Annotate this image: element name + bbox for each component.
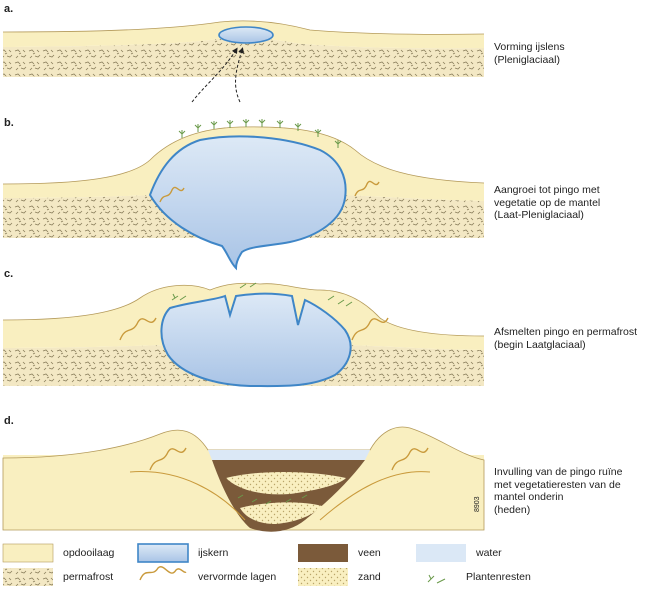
legend-swatch-planten [427, 574, 446, 584]
caption-line: (begin Laatglaciaal) [494, 338, 586, 351]
deformed-layers [149, 447, 187, 471]
caption-line: Vorming ijslens [494, 41, 565, 53]
legend-swatch-opdooilaag [2, 543, 54, 563]
legend-swatch-ijskern [137, 543, 189, 563]
caption-line: vegetatie op de mantel [494, 196, 601, 209]
caption-c: Afsmelten pingo en permafrost (begin Laa… [494, 326, 644, 351]
deformed-layers [351, 317, 389, 341]
permafrost-layer [3, 37, 484, 77]
surface-line [2, 126, 485, 185]
legend-label: zand [358, 571, 381, 583]
depression-edge [129, 471, 431, 521]
caption-line: (heden) [494, 503, 531, 516]
caption-line: Invulling van de pingo ruïne [494, 466, 623, 478]
ice-lens [218, 26, 274, 44]
caption-line: mantel onderin [494, 491, 564, 503]
sand-band [226, 472, 346, 495]
deformed-layers [354, 180, 380, 197]
legend-swatch-zand [298, 568, 348, 586]
legend-label: Plantenresten [466, 571, 531, 583]
legend-label: veen [358, 547, 381, 559]
panel-letter-a: a. [4, 3, 14, 15]
legend-item-permafrost: permafrost [53, 566, 113, 588]
panel-a [2, 20, 485, 103]
legend-swatch-permafrost [3, 568, 53, 586]
legend-item-water: water [466, 542, 502, 564]
plant-remains [171, 282, 353, 307]
water-flow-arrow [191, 47, 238, 103]
figure-number: 8903 [474, 496, 481, 512]
caption-line: (Laat-Pleniglaciaal) [494, 209, 584, 221]
panel-c [2, 282, 485, 388]
caption-a: Vorming ijslens (Pleniglaciaal) [494, 41, 644, 66]
legend-item-veen: veen [348, 542, 381, 564]
deformed-layers [159, 186, 185, 203]
ice-core [160, 292, 352, 388]
plant-remains [237, 494, 308, 505]
panel-letter-d: d. [4, 415, 14, 427]
legend-label: permafrost [63, 571, 114, 583]
caption-b: Aangroei tot pingo met vegetatie op de m… [494, 184, 644, 222]
legend-item-ijskern: ijskern [188, 542, 228, 564]
surface-line [2, 20, 485, 35]
panel-d [2, 426, 485, 532]
surface-line [2, 282, 485, 337]
panel-b [2, 119, 485, 271]
caption-line: met vegetatieresten van de [494, 478, 621, 491]
caption-line: Aangroei tot pingo met [494, 184, 600, 196]
legend-item-vervormde: vervormde lagen [188, 566, 276, 588]
legend-swatch-veen [298, 544, 348, 562]
water-flow-arrow [235, 47, 245, 103]
legend-label: ijskern [198, 547, 229, 559]
legend-label: vervormde lagen [198, 571, 277, 583]
legend-label: opdooilaag [63, 547, 115, 559]
deformed-layers [119, 317, 157, 341]
ice-core [148, 135, 347, 271]
legend-item-opdooilaag: opdooilaag [53, 542, 114, 564]
legend-item-planten: Plantenresten [456, 566, 531, 588]
caption-line: Afsmelten pingo en permafrost [494, 326, 637, 338]
panel-letter-b: b. [4, 117, 14, 129]
legend-label: water [476, 547, 502, 559]
plant-remains [178, 119, 342, 148]
caption-line: (Pleniglaciaal) [494, 53, 560, 66]
legend-swatch-vervormde [138, 566, 188, 586]
legend-swatch-water [416, 544, 466, 562]
sand-band [240, 502, 322, 524]
panel-letter-c: c. [4, 268, 14, 280]
caption-d: Invulling van de pingo ruïne met vegetat… [494, 466, 644, 516]
legend-item-zand: zand [348, 566, 381, 588]
deformed-layers [391, 447, 429, 471]
water-body [208, 450, 370, 460]
legend-swatches [2, 543, 466, 586]
